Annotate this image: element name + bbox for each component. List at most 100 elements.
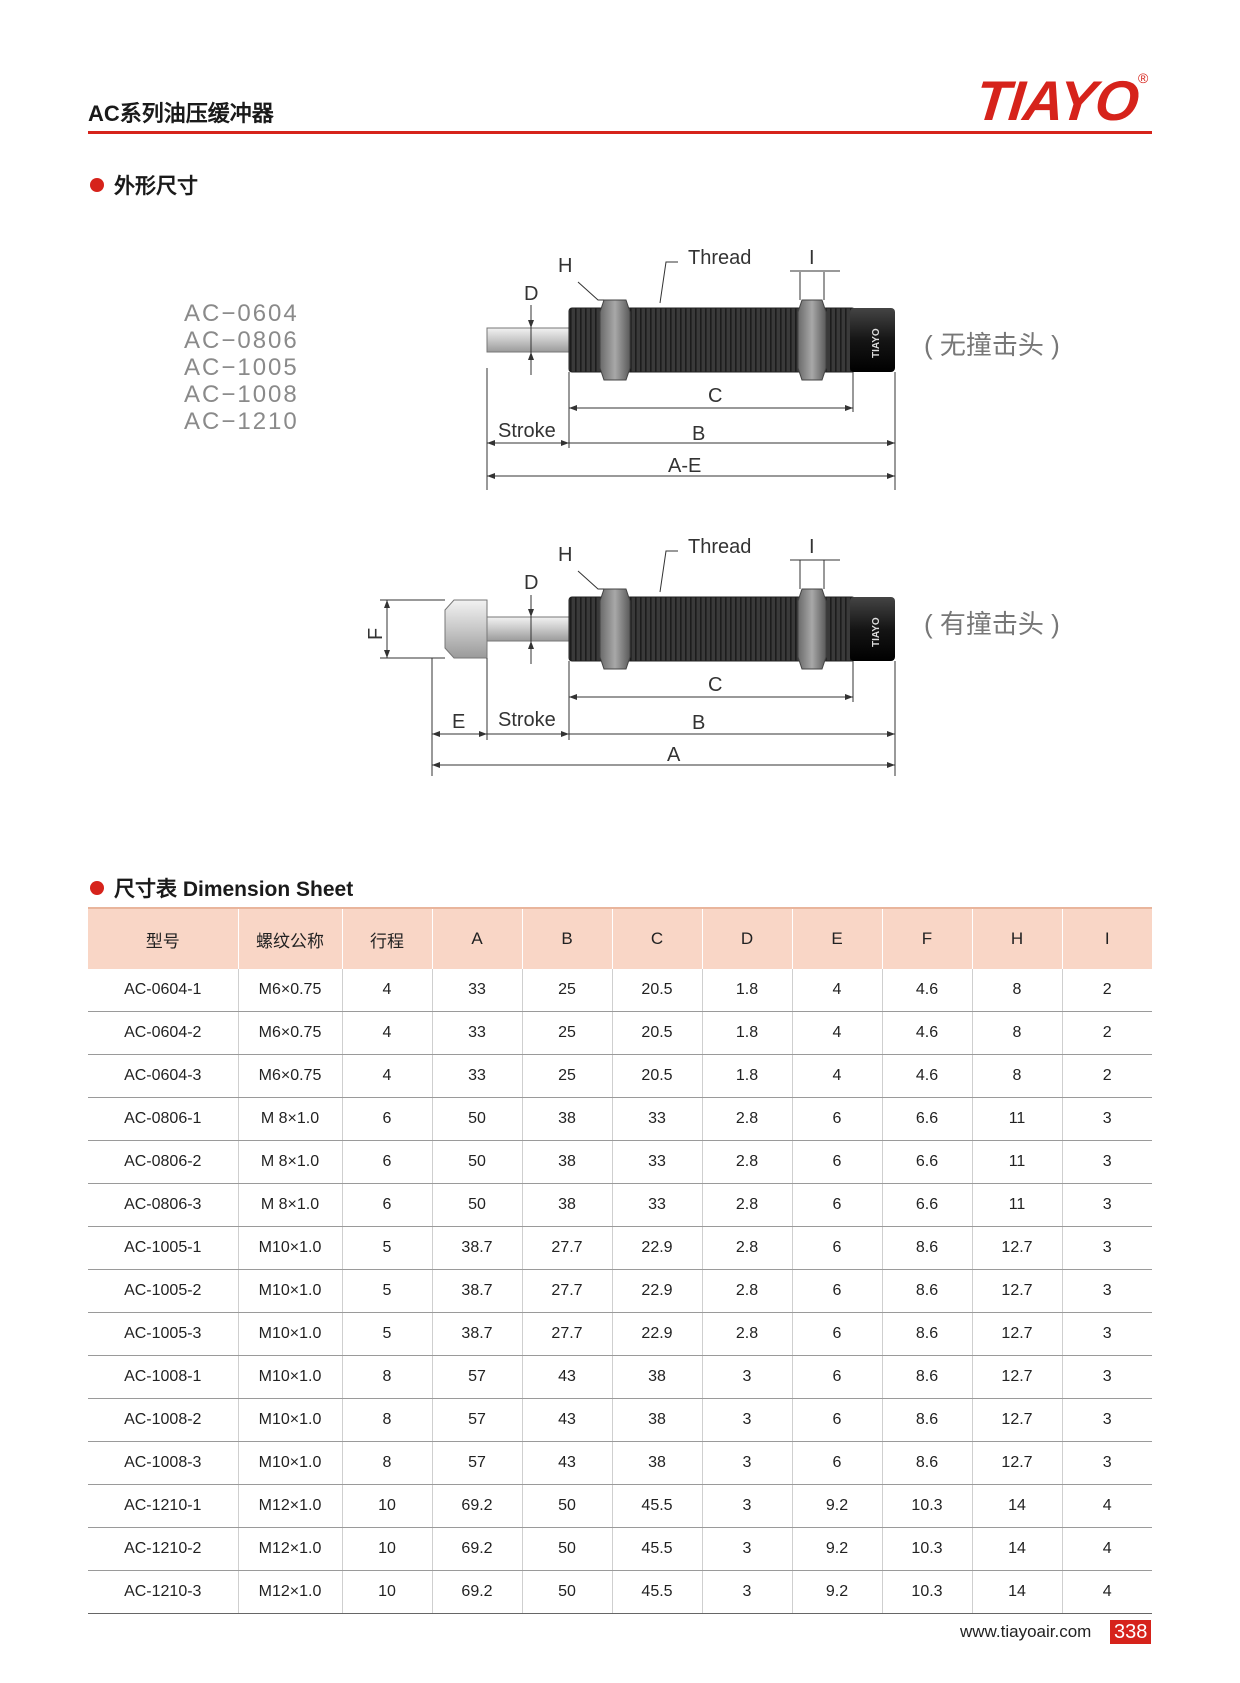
table-cell: 12.7 xyxy=(972,1269,1063,1313)
table-cell: 3 xyxy=(1062,1183,1152,1227)
table-cell: 33 xyxy=(612,1140,703,1184)
bullet-dot-icon xyxy=(90,881,104,895)
table-cell: 5 xyxy=(342,1269,433,1313)
table-cell: M6×0.75 xyxy=(238,1054,343,1098)
table-cell: 4 xyxy=(792,1054,883,1098)
column-header: 螺纹公称 xyxy=(238,907,343,969)
table-cell: 20.5 xyxy=(612,1011,703,1055)
table-cell: 5 xyxy=(342,1226,433,1270)
label-thread: Thread xyxy=(688,247,751,269)
table-cell: AC-1008-1 xyxy=(88,1355,239,1399)
column-header: I xyxy=(1062,907,1152,969)
table-cell: M 8×1.0 xyxy=(238,1140,343,1184)
table-cell: 3 xyxy=(1062,1441,1152,1485)
label-a: A xyxy=(667,744,681,766)
table-cell: 22.9 xyxy=(612,1269,703,1313)
table-cell: 33 xyxy=(432,1054,523,1098)
table-cell: 4 xyxy=(342,969,433,1012)
table-cell: M10×1.0 xyxy=(238,1398,343,1442)
table-cell: M10×1.0 xyxy=(238,1312,343,1356)
table-cell: 8.6 xyxy=(882,1269,973,1313)
table-cell: 4.6 xyxy=(882,969,973,1012)
table-cell: 8 xyxy=(972,969,1063,1012)
diagram-bottom-body: TIAYO xyxy=(444,588,895,670)
table-cell: 6 xyxy=(792,1140,883,1184)
table-cell: 3 xyxy=(1062,1140,1152,1184)
label-e: E xyxy=(452,711,465,733)
table-cell: 8.6 xyxy=(882,1312,973,1356)
label-c: C xyxy=(708,674,722,696)
label-b: B xyxy=(692,712,705,734)
model-item: AC−0604 xyxy=(184,300,299,327)
table-cell: AC-1005-3 xyxy=(88,1312,239,1356)
column-header: B xyxy=(522,907,613,969)
model-item: AC−1008 xyxy=(184,381,299,408)
table-cell: 10 xyxy=(342,1527,433,1571)
diagram-top-arrows xyxy=(487,320,895,479)
table-cell: AC-0604-1 xyxy=(88,969,239,1012)
table-cell: 3 xyxy=(1062,1226,1152,1270)
table-cell: 12.7 xyxy=(972,1398,1063,1442)
table-cell: 43 xyxy=(522,1398,613,1442)
table-cell: 3 xyxy=(1062,1269,1152,1313)
table-cell: 4 xyxy=(1062,1527,1152,1571)
table-cell: 2 xyxy=(1062,969,1152,1012)
table-cell: 27.7 xyxy=(522,1226,613,1270)
table-cell: 38 xyxy=(522,1183,613,1227)
table-cell: 33 xyxy=(432,1011,523,1055)
diagram-bottom-arrows xyxy=(384,600,895,768)
model-item: AC−1005 xyxy=(184,354,299,381)
table-cell: 50 xyxy=(432,1140,523,1184)
table-cell: 6 xyxy=(342,1097,433,1141)
table-cell: 6 xyxy=(792,1183,883,1227)
column-header: C xyxy=(612,907,703,969)
table-cell: 14 xyxy=(972,1527,1063,1571)
table-cell: 3 xyxy=(702,1570,793,1614)
table-cell: M 8×1.0 xyxy=(238,1097,343,1141)
section-title: 外形尺寸 xyxy=(114,175,198,198)
table-cell: 3 xyxy=(1062,1398,1152,1442)
table-cell: 9.2 xyxy=(792,1527,883,1571)
table-cell: 38 xyxy=(522,1140,613,1184)
table-cell: AC-0806-2 xyxy=(88,1140,239,1184)
table-cell: 3 xyxy=(702,1398,793,1442)
table-cell: 10 xyxy=(342,1570,433,1614)
table-cell: 25 xyxy=(522,1011,613,1055)
table-cell: 6 xyxy=(792,1097,883,1141)
table-cell: 69.2 xyxy=(432,1527,523,1571)
table-cell: M12×1.0 xyxy=(238,1570,343,1614)
table-cell: 20.5 xyxy=(612,1054,703,1098)
table-cell: 11 xyxy=(972,1097,1063,1141)
table-cell: 43 xyxy=(522,1355,613,1399)
table-cell: 10.3 xyxy=(882,1570,973,1614)
table-cell: 3 xyxy=(702,1484,793,1528)
label-d: D xyxy=(524,283,538,305)
table-cell: 6 xyxy=(792,1398,883,1442)
table-cell: 9.2 xyxy=(792,1484,883,1528)
table-cell: 6.6 xyxy=(882,1183,973,1227)
table-cell: 1.8 xyxy=(702,969,793,1012)
table-cell: 6.6 xyxy=(882,1097,973,1141)
table-cell: 1.8 xyxy=(702,1054,793,1098)
table-cell: 14 xyxy=(972,1570,1063,1614)
table-cell: 8.6 xyxy=(882,1226,973,1270)
table-cell: 2 xyxy=(1062,1054,1152,1098)
table-cell: 6 xyxy=(342,1140,433,1184)
table-cell: 8 xyxy=(972,1011,1063,1055)
table-cell: 1.8 xyxy=(702,1011,793,1055)
table-cell: 2.8 xyxy=(702,1183,793,1227)
table-cell: 6 xyxy=(792,1226,883,1270)
section-title: 尺寸表 Dimension Sheet xyxy=(114,878,354,901)
model-item: AC−1210 xyxy=(184,408,299,435)
label-d: D xyxy=(524,572,538,594)
caption-no-head: ( 无撞击头 ) xyxy=(924,330,1060,360)
table-cell: 2.8 xyxy=(702,1312,793,1356)
table-cell: 45.5 xyxy=(612,1484,703,1528)
